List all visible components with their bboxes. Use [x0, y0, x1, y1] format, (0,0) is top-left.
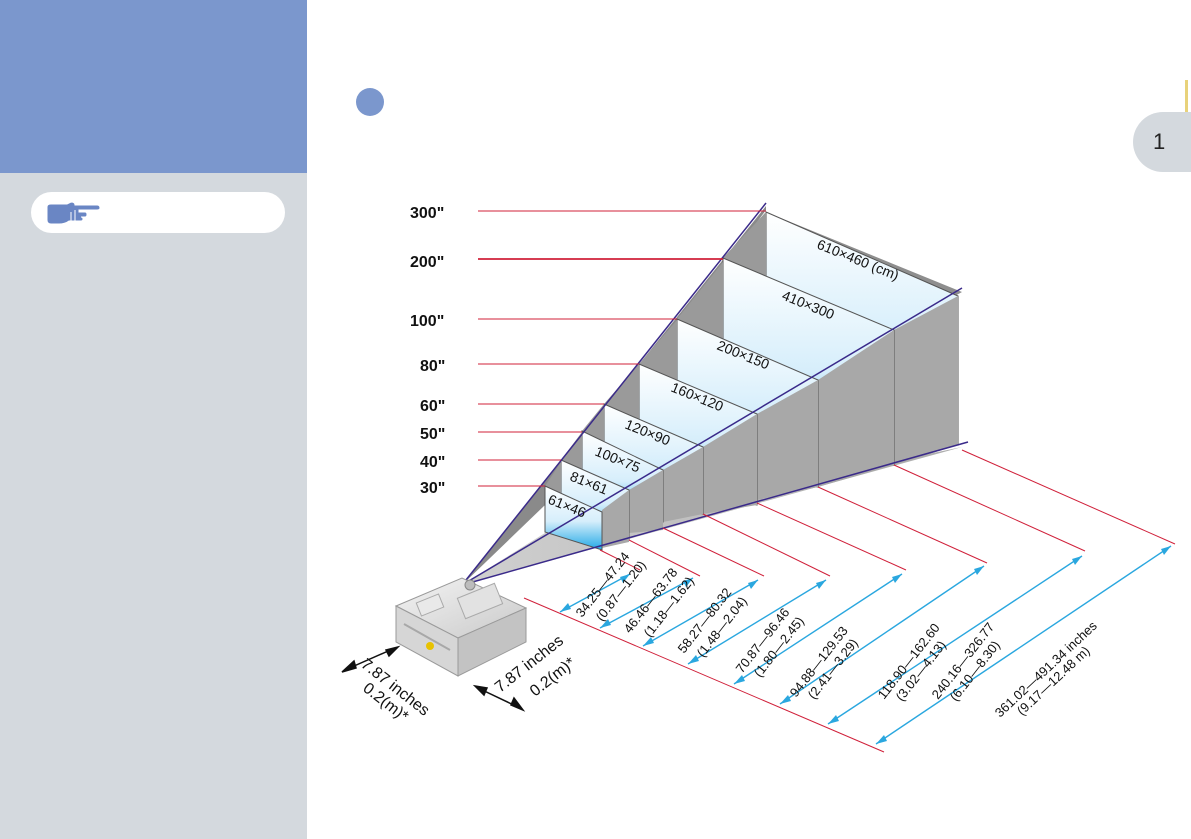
clearance-left-arrowhead-a — [341, 659, 357, 673]
arrowhead-30a — [560, 603, 571, 612]
arrowhead-40a — [600, 619, 611, 628]
chapter-tab[interactable]: 1 — [1133, 112, 1191, 172]
projector-vent — [403, 623, 451, 651]
screen-300-floor — [894, 296, 958, 465]
sidebar-header-block — [0, 0, 307, 173]
clearance-arrows — [341, 645, 526, 712]
chapter-number: 1 — [1153, 129, 1166, 154]
arrowhead-100a — [780, 695, 791, 704]
dist-inches-300: 361.02—491.34 inches — [992, 618, 1100, 721]
screen-50-floor — [629, 470, 663, 533]
guide-60 — [702, 513, 831, 577]
screens — [544, 211, 962, 551]
beam-edge-top — [461, 202, 767, 586]
arrow-100 — [779, 565, 985, 705]
projector — [394, 577, 528, 677]
arrowhead-50a — [643, 637, 654, 646]
size-labels: 300" 200" 100" 80" 60" 50" 40" 30" — [410, 205, 445, 497]
screen-40-floor — [602, 490, 629, 548]
distance-arrows — [559, 545, 1172, 745]
size-label-40: 40" — [420, 454, 445, 471]
guide-200 — [893, 464, 1086, 552]
hint-pill — [31, 192, 285, 233]
arrowhead-50b — [748, 580, 758, 589]
size-label-200: 200" — [410, 254, 444, 271]
arrowhead-200b — [1072, 556, 1082, 565]
arrow-300 — [875, 545, 1172, 745]
arrowhead-30b — [620, 574, 630, 583]
guide-100 — [817, 486, 988, 564]
size-label-60: 60" — [420, 398, 445, 415]
size-leaders — [478, 210, 766, 487]
clearance-left-arrowhead-b — [384, 645, 401, 658]
distance-arrowheads — [560, 546, 1171, 744]
arrow-80 — [733, 573, 903, 685]
projector-side — [457, 607, 527, 677]
guide-50 — [662, 527, 765, 577]
arrow-30 — [559, 573, 631, 613]
beam-edge-right — [461, 287, 963, 586]
margin-marker — [1185, 80, 1188, 120]
arrowhead-60a — [688, 655, 699, 664]
guide-30 — [599, 549, 641, 571]
projector-lens — [464, 579, 476, 591]
arrowhead-100b — [974, 566, 984, 575]
section-bullet — [356, 88, 384, 116]
pointing-hand-icon — [46, 202, 101, 224]
guide-80 — [756, 502, 907, 571]
guide-40 — [628, 539, 701, 577]
arrowhead-40b — [683, 578, 693, 587]
arrow-60 — [687, 579, 827, 665]
arrowhead-80a — [734, 675, 745, 684]
arrowhead-200a — [828, 715, 839, 724]
screen-100-floor — [757, 380, 818, 500]
guide-300 — [961, 449, 1176, 545]
distance-labels: 34.25—47.24 (0.87—1.20) 46.46—63.78 (1.1… — [573, 549, 1101, 720]
beam-edges — [461, 202, 969, 586]
arrow-50 — [642, 579, 759, 647]
arrow-200 — [827, 555, 1083, 725]
size-label-100: 100" — [410, 313, 444, 330]
distance-guide-lines — [523, 449, 1176, 753]
arrowhead-300a — [876, 735, 887, 744]
clearance-right-arrowhead-a — [472, 684, 489, 697]
arrowhead-60b — [816, 580, 826, 589]
screen-80-floor — [703, 414, 757, 514]
size-label-80: 80" — [420, 358, 445, 375]
size-label-30: 30" — [420, 480, 445, 497]
size-label-50: 50" — [420, 426, 445, 443]
sidebar — [0, 0, 307, 839]
projector-indicator-icon — [426, 642, 434, 650]
screen-200-floor — [818, 330, 894, 487]
screen-60-floor — [663, 447, 703, 522]
arrow-40 — [599, 577, 694, 629]
clearance-right-arrowhead-b — [510, 696, 526, 712]
projector-lens-cover — [456, 582, 504, 620]
projector-control-panel — [415, 593, 445, 617]
size-label-300: 300" — [410, 205, 444, 222]
arrowhead-80b — [892, 574, 902, 583]
beam-edge-bottom — [461, 441, 969, 586]
arrowhead-300b — [1161, 546, 1171, 555]
guide-base — [523, 597, 885, 753]
